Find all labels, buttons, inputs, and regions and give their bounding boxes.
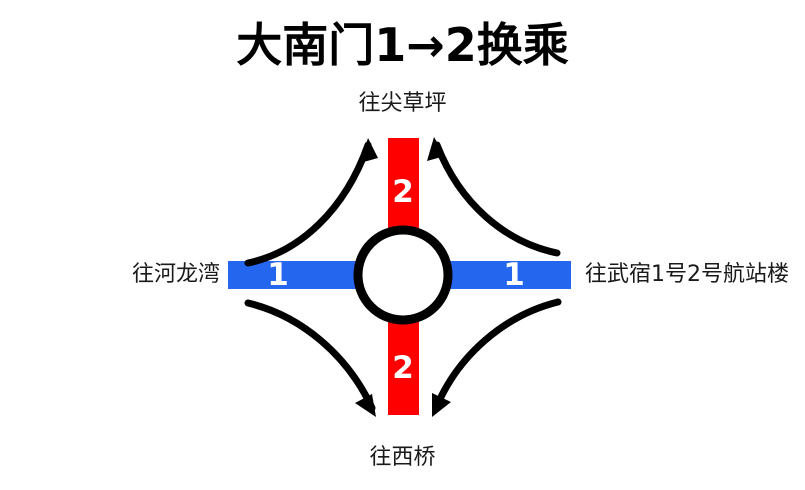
line-1-number-east: 1: [503, 257, 525, 293]
transfer-arrow-east-to-south-head: [432, 393, 451, 417]
destination-label-south: 往西桥: [369, 445, 436, 470]
transfer-arrow-west-to-north: [244, 138, 378, 267]
transfer-arrow-east-to-south: [432, 298, 562, 417]
transfer-arrow-east-to-south-shaft: [432, 298, 562, 412]
line-2-number-north: 2: [392, 174, 414, 210]
line-1-number-west: 1: [267, 257, 289, 293]
transfer-arrow-east-to-north: [427, 137, 561, 257]
destination-label-east: 往武宿1号2号航站楼: [585, 262, 789, 287]
transfer-arrow-west-to-south: [244, 299, 376, 417]
transfer-arrow-east-to-north-head: [427, 137, 445, 161]
line-2-number-south: 2: [392, 350, 414, 386]
transfer-arrow-west-to-north-shaft: [244, 141, 372, 267]
transfer-arrow-east-to-north-shaft: [433, 141, 561, 257]
destination-label-north: 往尖草坪: [358, 91, 447, 116]
transfer-arrow-west-to-north-head: [360, 138, 378, 163]
transfer-arrow-west-to-south-head: [355, 394, 376, 417]
transfer-arrow-west-to-south-shaft: [244, 299, 376, 412]
interchange-station-circle: [353, 225, 453, 325]
destination-label-west: 往河龙湾: [131, 262, 220, 287]
page-title: 大南门1→2换乘: [236, 18, 569, 72]
